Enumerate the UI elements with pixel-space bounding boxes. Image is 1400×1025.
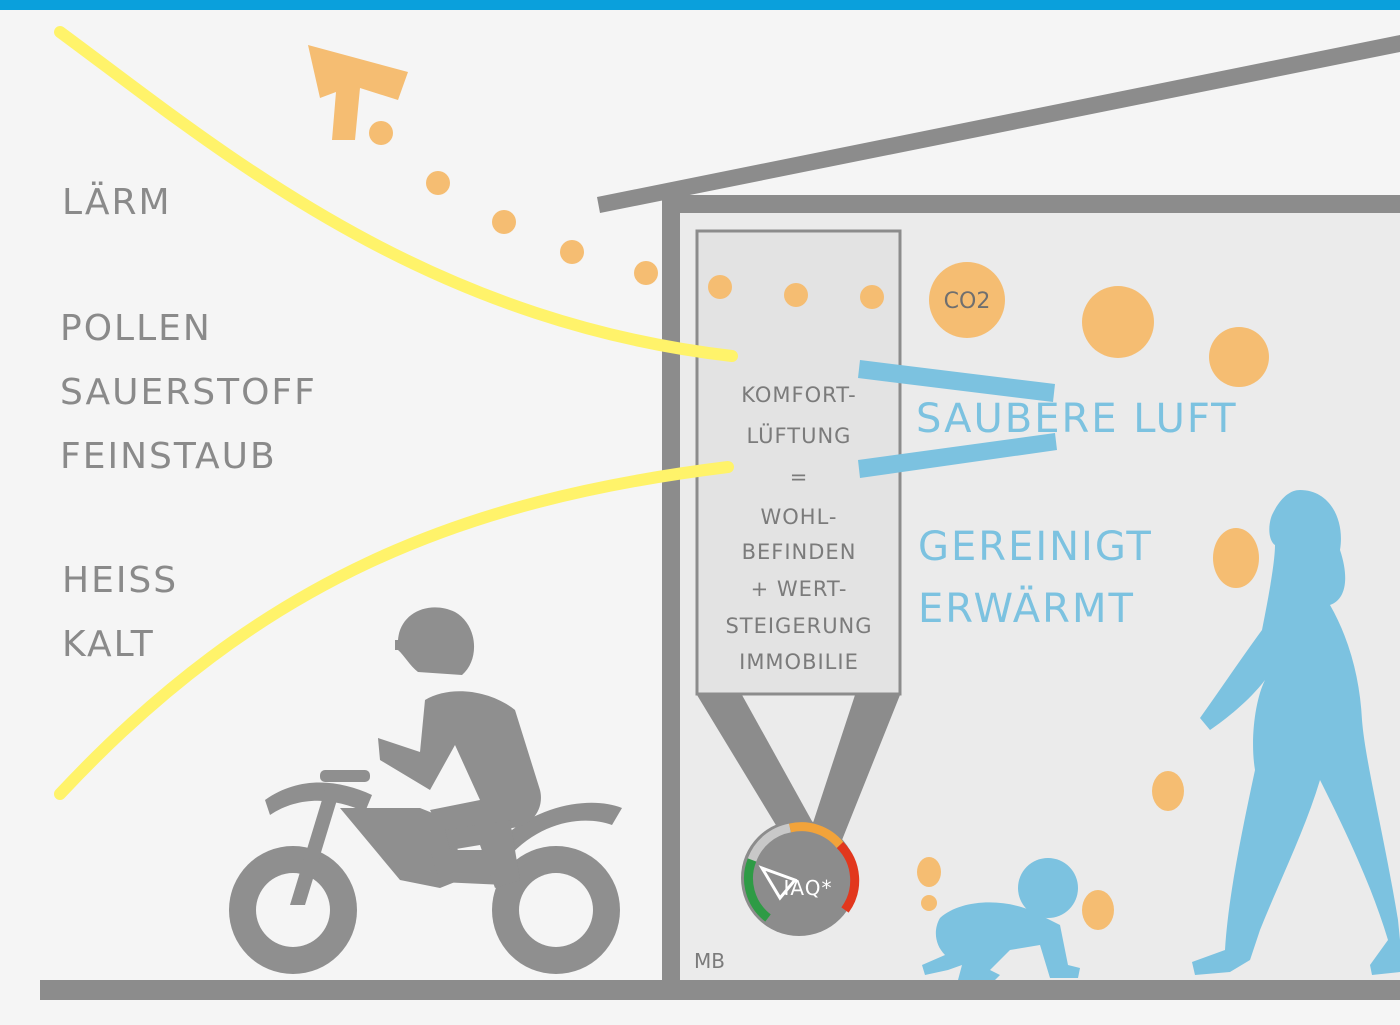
unit-line-3: = [790, 465, 809, 489]
unit-line-5: BEFINDEN [742, 540, 857, 564]
motorcycle-rider-icon [229, 607, 622, 974]
label-pollen: POLLEN [60, 308, 212, 349]
label-cold: KALT [62, 624, 155, 665]
roof [597, 35, 1400, 213]
ceiling [662, 195, 1400, 213]
label-cleaned: GEREINIGT [918, 524, 1153, 570]
unit-line-8: IMMOBILIE [739, 650, 859, 674]
label-hot: HEISS [62, 560, 178, 601]
medal-label: IAQ* [784, 876, 833, 900]
unit-line-6: + WERT- [751, 577, 848, 601]
label-oxygen: SAUERSTOFF [60, 372, 317, 413]
top-bar [0, 0, 1400, 10]
label-fine-dust: FEINSTAUB [60, 436, 277, 477]
signature: MB [694, 949, 725, 973]
co2-label: CO2 [944, 289, 991, 314]
unit-line-1: KOMFORT- [741, 383, 856, 407]
exhaust-arrow-icon [308, 45, 408, 140]
house-wall [662, 195, 680, 985]
ground-line [40, 980, 1400, 1000]
label-warmed: ERWÄRMT [918, 584, 1135, 632]
label-clean-air: SAUBERE LUFT [916, 396, 1238, 442]
label-noise: LÄRM [62, 181, 172, 223]
unit-line-4: WOHL- [761, 505, 838, 529]
unit-line-7: STEIGERUNG [725, 614, 872, 638]
iaq-medal: IAQ* [741, 820, 857, 936]
unit-line-2: LÜFTUNG [747, 423, 852, 448]
